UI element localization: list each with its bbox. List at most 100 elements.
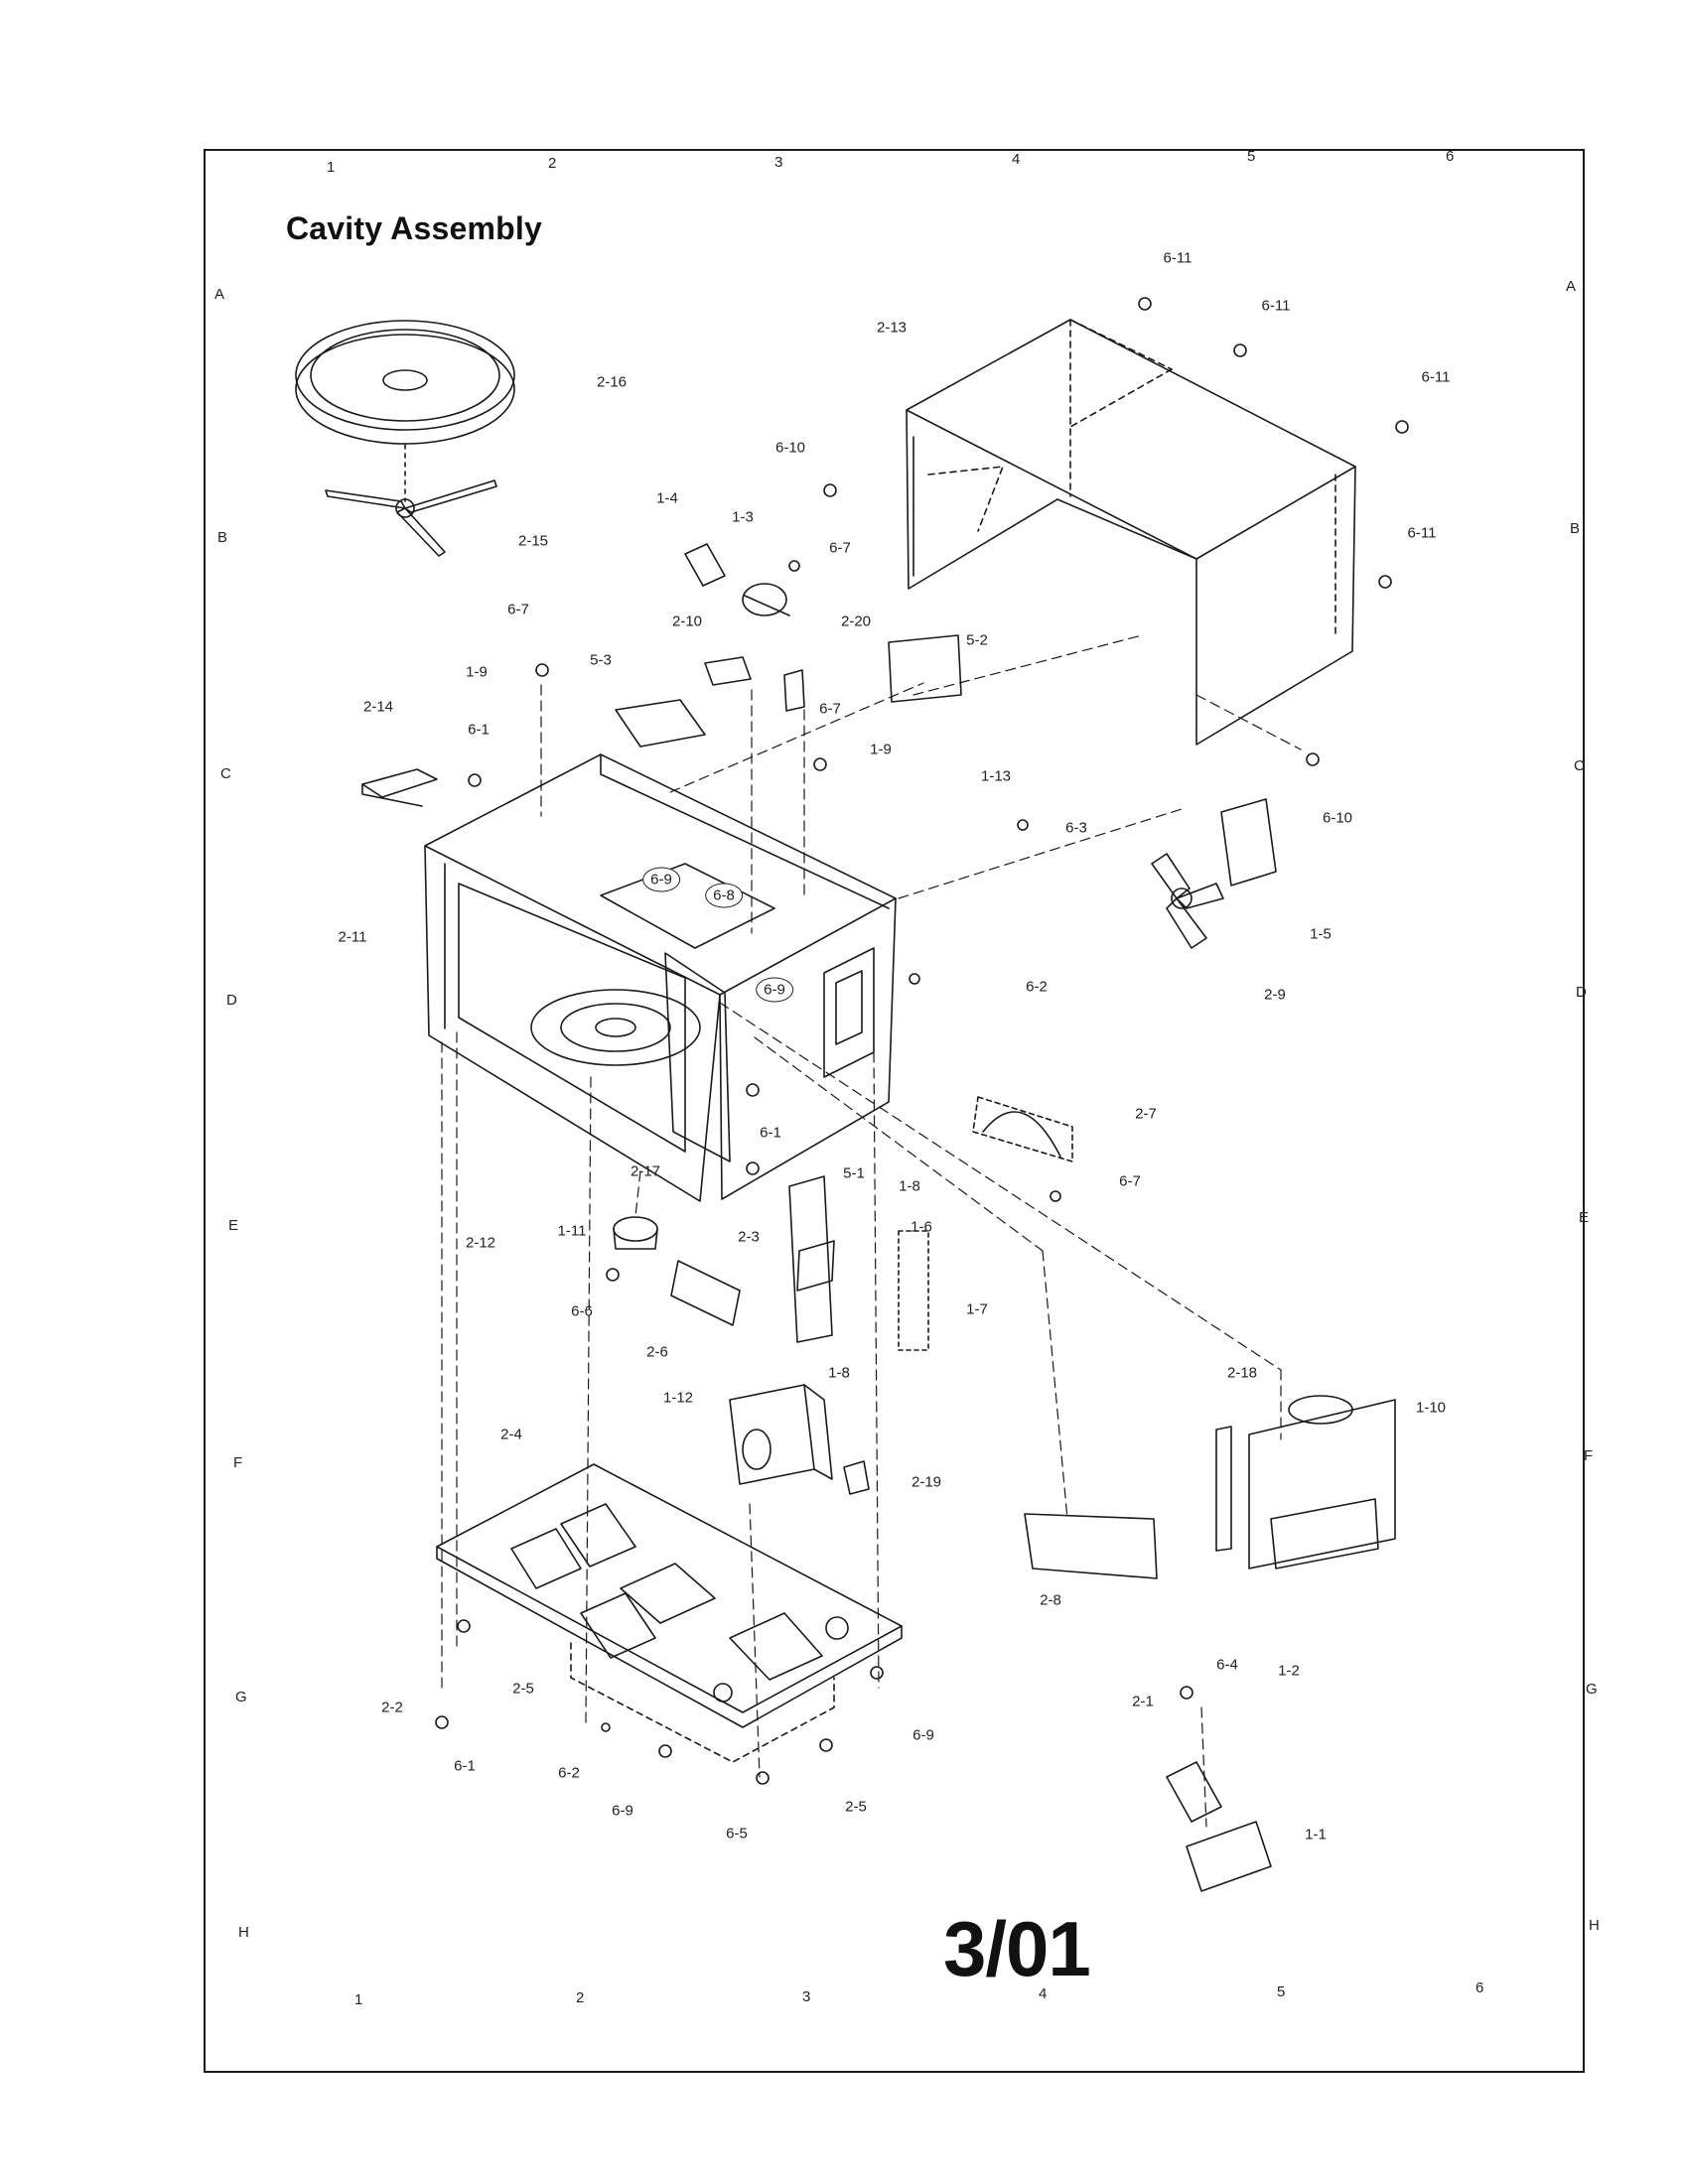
callout-1-8: 1-8 bbox=[828, 1364, 850, 1382]
grid-col-top-1: 1 bbox=[327, 159, 336, 176]
callout-2-18: 2-18 bbox=[1226, 1364, 1258, 1382]
callout-6-2: 6-2 bbox=[558, 1764, 580, 1782]
bracket-2-8 bbox=[1024, 1513, 1158, 1579]
screws bbox=[435, 297, 1409, 1785]
grid-row-right-E: E bbox=[1579, 1209, 1590, 1226]
callout-6-2: 6-2 bbox=[1026, 978, 1048, 996]
grid-col-top-6: 6 bbox=[1446, 148, 1455, 165]
callout-1-11: 1-11 bbox=[557, 1222, 587, 1240]
grid-row-right-G: G bbox=[1586, 1681, 1598, 1698]
callout-1-12: 1-12 bbox=[662, 1389, 694, 1407]
callout-6-6: 6-6 bbox=[571, 1302, 593, 1320]
grid-row-left-G: G bbox=[235, 1689, 247, 1706]
callout-6-7: 6-7 bbox=[819, 700, 841, 718]
callout-6-10: 6-10 bbox=[774, 439, 806, 457]
grid-row-left-B: B bbox=[217, 529, 228, 546]
grid-col-bottom-6: 6 bbox=[1475, 1979, 1484, 1996]
callout-2-8: 2-8 bbox=[1040, 1591, 1061, 1609]
air-guide-arc bbox=[982, 1111, 1061, 1158]
callout-2-10: 2-10 bbox=[671, 613, 703, 630]
callout-2-3: 2-3 bbox=[738, 1228, 760, 1246]
callout-2-11: 2-11 bbox=[338, 928, 367, 946]
callout-6-11: 6-11 bbox=[1407, 524, 1437, 542]
callout-1-3: 1-3 bbox=[732, 508, 754, 526]
callout-2-19: 2-19 bbox=[911, 1473, 942, 1491]
callout-6-1: 6-1 bbox=[760, 1124, 781, 1142]
grid-row-right-B: B bbox=[1570, 520, 1581, 537]
callout-6-7: 6-7 bbox=[507, 601, 529, 618]
callout-2-9: 2-9 bbox=[1264, 986, 1286, 1004]
oven-lamp bbox=[684, 543, 790, 616]
air-guide bbox=[972, 1096, 1073, 1162]
grid-col-top-2: 2 bbox=[548, 155, 557, 172]
bracket-2-6 bbox=[670, 1260, 741, 1326]
callout-1-6: 1-6 bbox=[911, 1218, 932, 1236]
grid-row-right-A: A bbox=[1566, 278, 1577, 295]
callout-6-11: 6-11 bbox=[1421, 368, 1451, 386]
callout-2-20: 2-20 bbox=[840, 613, 872, 630]
callout-1-10: 1-10 bbox=[1415, 1399, 1447, 1417]
grid-row-right-H: H bbox=[1589, 1917, 1600, 1934]
grid-row-right-D: D bbox=[1576, 984, 1587, 1001]
callout-6-4: 6-4 bbox=[1216, 1656, 1238, 1674]
callout-1-9: 1-9 bbox=[870, 741, 892, 758]
grid-row-right-F: F bbox=[1584, 1447, 1594, 1464]
magnetron bbox=[1215, 1395, 1396, 1570]
callout-6-1: 6-1 bbox=[468, 721, 490, 739]
callout-6-1: 6-1 bbox=[454, 1757, 476, 1775]
callout-5-2: 5-2 bbox=[966, 631, 988, 649]
callout-6-7: 6-7 bbox=[1119, 1172, 1141, 1190]
grid-col-top-3: 3 bbox=[774, 154, 783, 171]
callout-6-3: 6-3 bbox=[1065, 819, 1087, 837]
turntable-tray bbox=[295, 320, 515, 445]
grid-row-left-H: H bbox=[238, 1924, 249, 1941]
callout-6-11: 6-11 bbox=[1261, 297, 1291, 315]
callout-1-7: 1-7 bbox=[966, 1300, 988, 1318]
callout-6-9-circled: 6-9 bbox=[642, 867, 680, 892]
callout-6-9-circled: 6-9 bbox=[756, 977, 793, 1003]
callout-6-5: 6-5 bbox=[726, 1825, 748, 1843]
fan-blade bbox=[1151, 853, 1224, 949]
callout-6-10: 6-10 bbox=[1322, 809, 1353, 827]
label-plate-5-2 bbox=[888, 634, 962, 703]
callout-6-11: 6-11 bbox=[1163, 249, 1193, 267]
grid-col-bottom-5: 5 bbox=[1277, 1983, 1286, 2000]
turntable-motor bbox=[613, 1216, 658, 1250]
callout-2-4: 2-4 bbox=[500, 1426, 522, 1443]
oven-cavity bbox=[424, 753, 897, 1202]
grid-col-bottom-2: 2 bbox=[576, 1989, 585, 2006]
callout-2-14: 2-14 bbox=[362, 698, 394, 716]
callout-1-13: 1-13 bbox=[980, 767, 1012, 785]
callout-2-16: 2-16 bbox=[596, 373, 628, 391]
callout-6-9: 6-9 bbox=[912, 1726, 934, 1744]
roller-coupler bbox=[325, 479, 497, 557]
callout-2-7: 2-7 bbox=[1135, 1105, 1157, 1123]
grid-col-bottom-1: 1 bbox=[354, 1991, 363, 2008]
grid-row-left-F: F bbox=[233, 1454, 243, 1471]
callout-1-2: 1-2 bbox=[1278, 1662, 1300, 1680]
waveguide-cover bbox=[615, 699, 706, 748]
callout-1-9: 1-9 bbox=[466, 663, 488, 681]
callout-2-5: 2-5 bbox=[512, 1680, 534, 1698]
callout-6-8-circled: 6-8 bbox=[705, 883, 743, 908]
grid-col-top-4: 4 bbox=[1012, 151, 1021, 168]
callout-2-13: 2-13 bbox=[876, 319, 908, 337]
diagram-title: Cavity Assembly bbox=[286, 210, 542, 246]
fan-motor bbox=[1220, 798, 1277, 887]
callout-1-1: 1-1 bbox=[1305, 1826, 1327, 1843]
switch-holder bbox=[788, 1175, 929, 1351]
grid-col-bottom-4: 4 bbox=[1039, 1985, 1048, 2002]
base-plate bbox=[436, 1463, 903, 1763]
grid-row-left-C: C bbox=[220, 765, 231, 782]
grid-row-left-D: D bbox=[226, 992, 237, 1009]
callout-6-7: 6-7 bbox=[829, 539, 851, 557]
outer-case bbox=[906, 319, 1356, 746]
callout-5-1: 5-1 bbox=[843, 1164, 865, 1182]
hv-capacitor bbox=[1166, 1761, 1272, 1892]
page-code: 3/01 bbox=[943, 1905, 1091, 1992]
transformer bbox=[729, 1384, 870, 1495]
callout-2-12: 2-12 bbox=[465, 1234, 496, 1252]
callout-2-2: 2-2 bbox=[381, 1699, 403, 1716]
